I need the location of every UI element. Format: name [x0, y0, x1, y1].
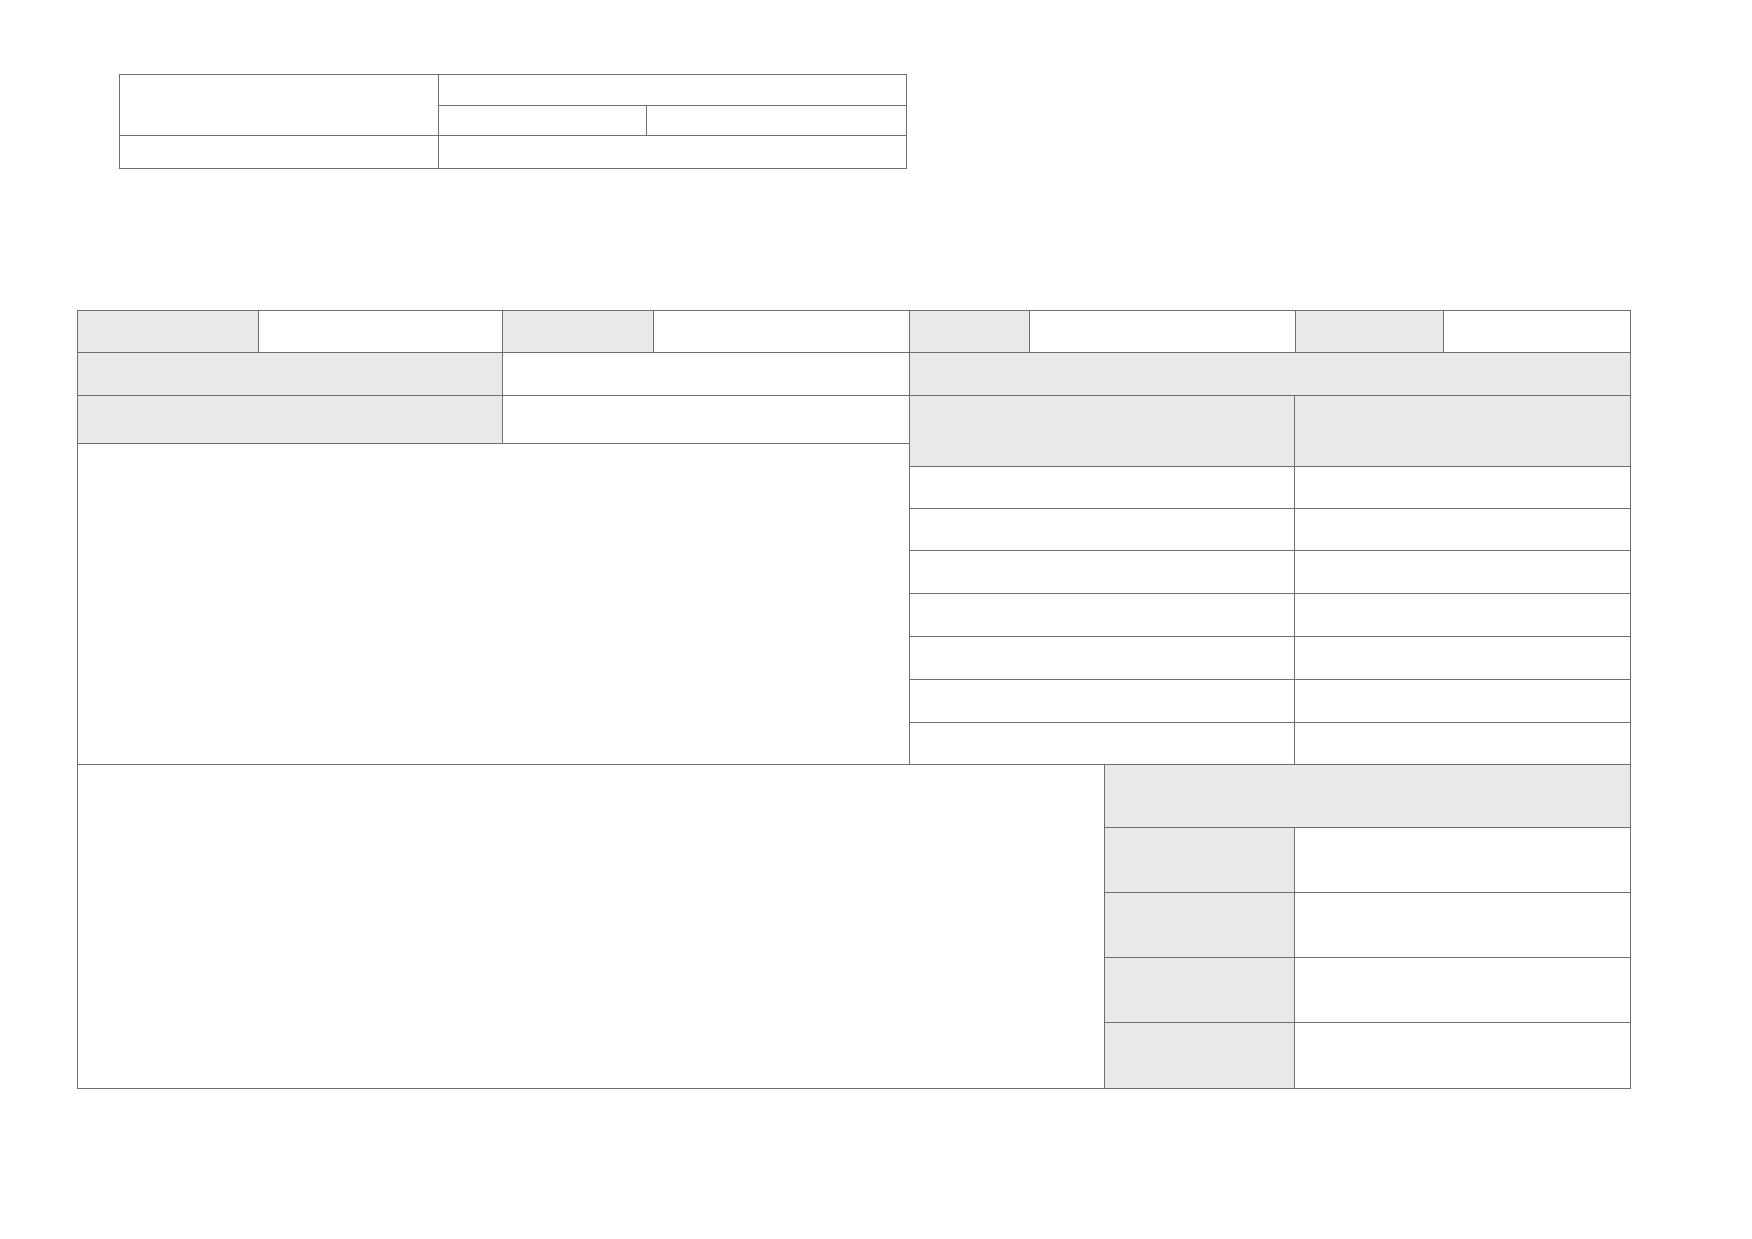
bottom-side-label [1104, 892, 1295, 958]
right-table-header-2 [1294, 395, 1631, 467]
table-row [1294, 593, 1631, 637]
right-section-title [909, 352, 1631, 396]
table-row [909, 550, 1295, 594]
table-row [909, 466, 1295, 509]
table-row [909, 508, 1295, 551]
table-row [1294, 550, 1631, 594]
info-value-2 [653, 310, 910, 353]
table-row [1294, 722, 1631, 765]
table-row [1294, 466, 1631, 509]
info-label-4 [1295, 310, 1444, 353]
table-row [909, 593, 1295, 637]
bottom-side-value [1294, 827, 1631, 893]
info-label-1 [77, 310, 259, 353]
left-row1-label [77, 352, 503, 396]
info-value-3 [1029, 310, 1296, 353]
table-row [909, 636, 1295, 680]
header-mid-right-cell [646, 105, 907, 136]
bottom-side-label [1104, 827, 1295, 893]
bottom-side-label [1104, 1022, 1295, 1089]
bottom-notes-area [77, 764, 1105, 1089]
header-bottom-right-cell [438, 135, 907, 169]
header-mid-left-cell [438, 105, 647, 136]
left-row1-value [502, 352, 910, 396]
right-table-header-1 [909, 395, 1295, 467]
table-row [909, 679, 1295, 723]
info-value-4 [1443, 310, 1631, 353]
header-bottom-left-cell [119, 135, 439, 169]
bottom-side-value [1294, 892, 1631, 958]
left-body-area [77, 443, 910, 765]
info-value-1 [258, 310, 503, 353]
bottom-side-value [1294, 1022, 1631, 1089]
table-row [1294, 508, 1631, 551]
table-row [1294, 636, 1631, 680]
bottom-side-value [1294, 957, 1631, 1023]
table-row [909, 722, 1295, 765]
left-row2-label [77, 395, 503, 444]
header-title-cell [119, 74, 439, 136]
bottom-side-label [1104, 957, 1295, 1023]
left-row2-value [502, 395, 910, 444]
table-row [1294, 679, 1631, 723]
info-label-2 [502, 310, 654, 353]
header-top-right-cell [438, 74, 907, 106]
info-label-3 [909, 310, 1030, 353]
bottom-side-title [1104, 764, 1631, 828]
